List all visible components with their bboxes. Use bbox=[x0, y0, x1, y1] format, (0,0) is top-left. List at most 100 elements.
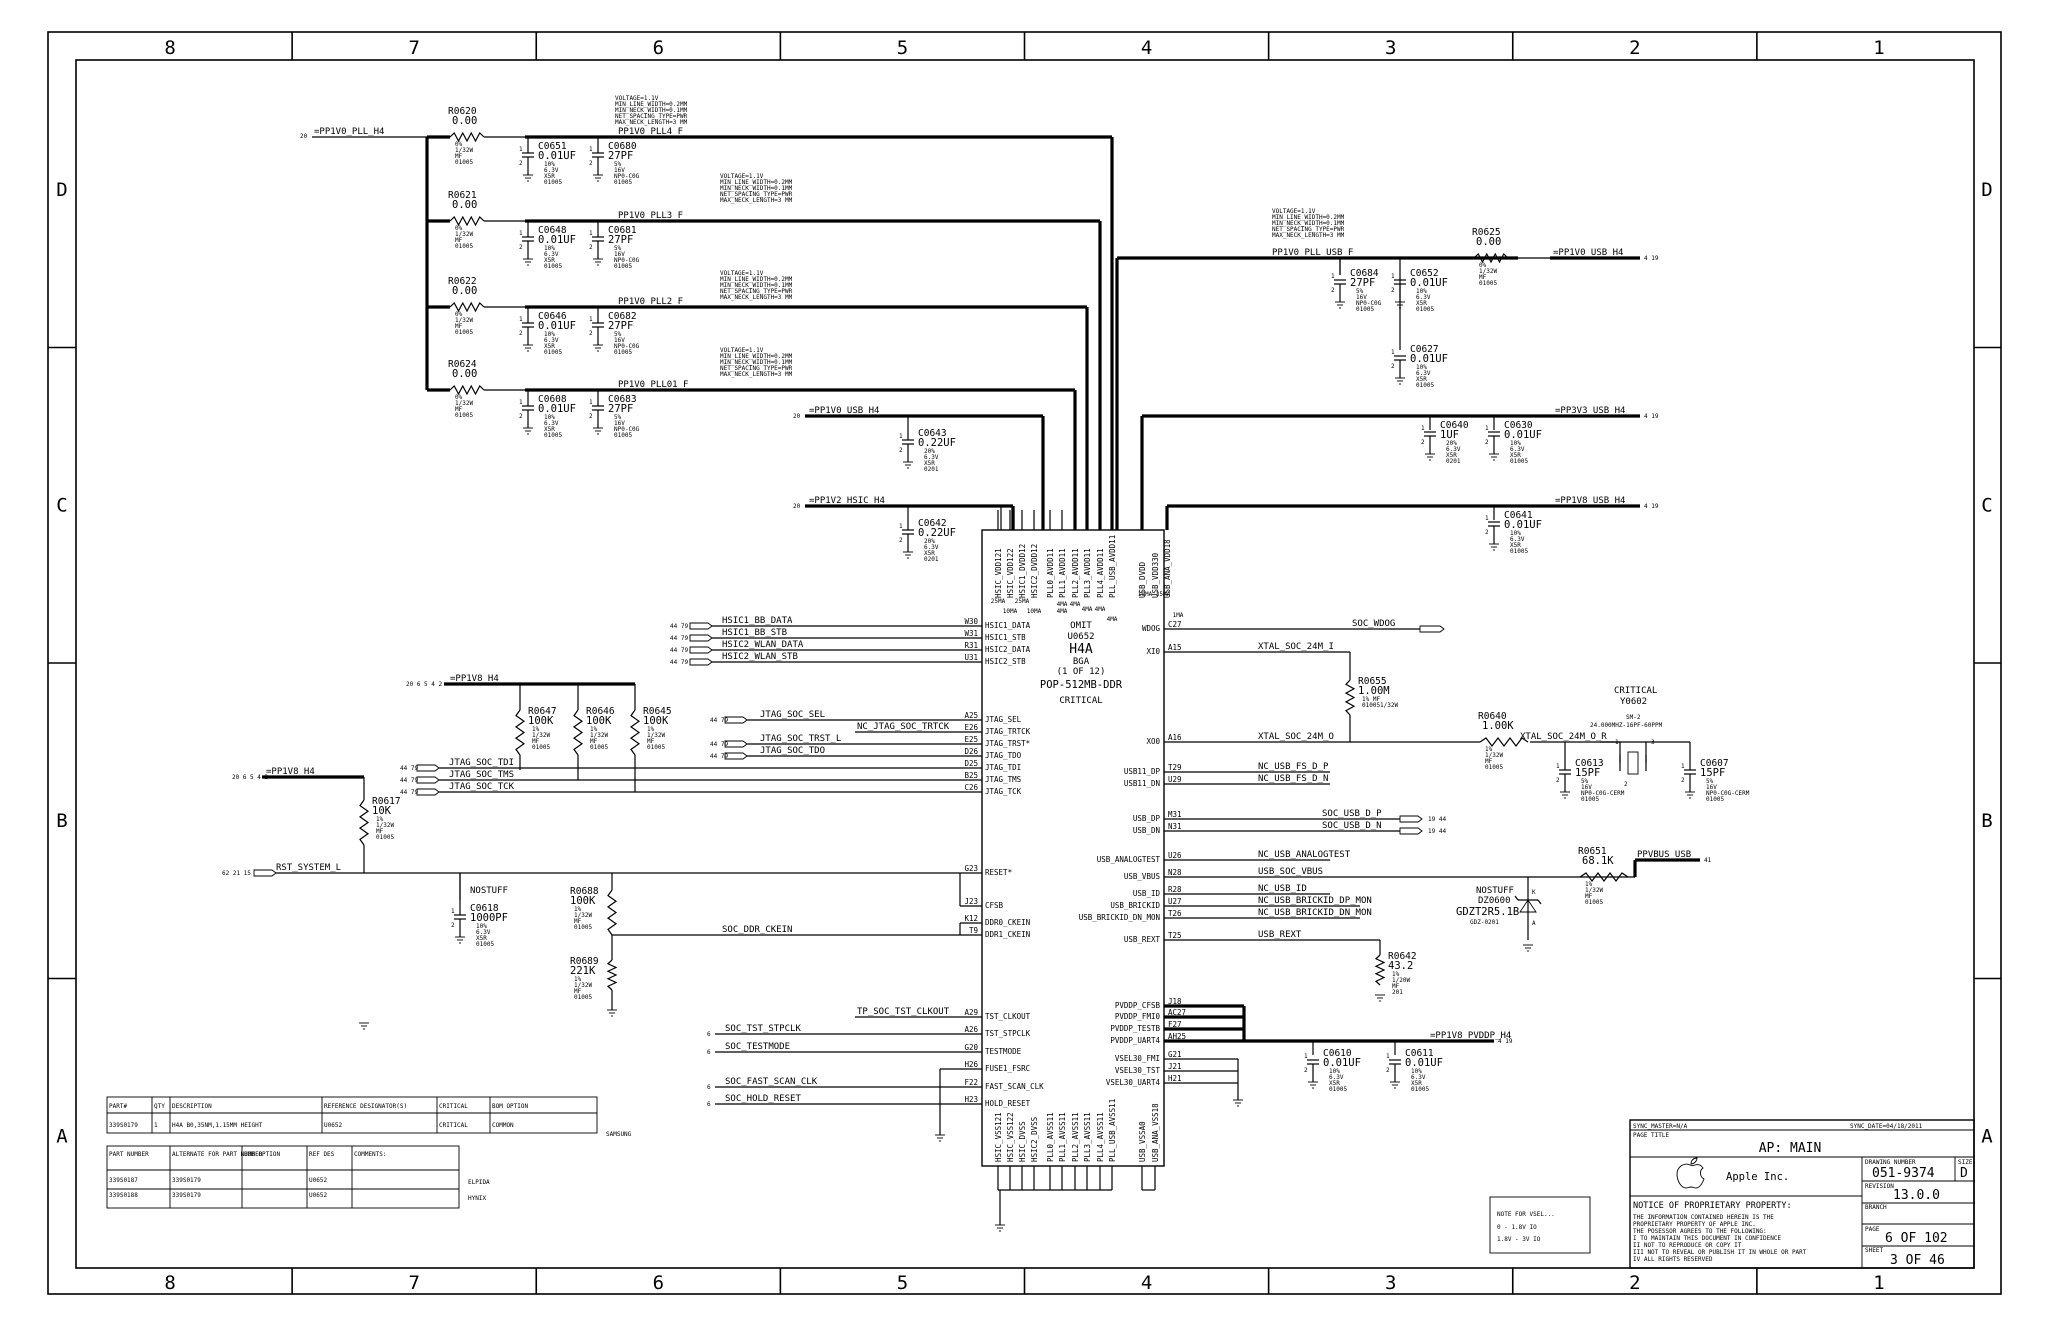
chip-top-pin: USB_ANA_VDD18 bbox=[1163, 539, 1172, 598]
capacitor-spec: 01005 bbox=[544, 263, 562, 270]
resistor-spec: 01005 bbox=[455, 329, 473, 336]
resistor-spec: 0% bbox=[1479, 262, 1487, 269]
resistor-spec: 01005 bbox=[1479, 280, 1497, 287]
resistor-spec: 01005 bbox=[1485, 764, 1503, 771]
rail-label: =PP1V8_PVDDP_H4 bbox=[1430, 1031, 1511, 1041]
resistor-spec: 01005 bbox=[376, 834, 394, 841]
capacitor-ref: C0608 bbox=[538, 394, 567, 405]
svg-text:20: 20 bbox=[300, 133, 308, 140]
svg-text:20 6 5 4 2: 20 6 5 4 2 bbox=[232, 774, 269, 781]
chip-left-pin-number: T9 bbox=[969, 926, 978, 935]
resistor-value: 100K bbox=[643, 715, 669, 727]
chip-top-pin: PLL_USB_AVDD11 bbox=[1108, 535, 1117, 598]
capacitor-spec: 01005 bbox=[614, 263, 632, 270]
vsel-note: NOTE FOR VSEL... 0 - 1.8V IO 1.8V - 3V I… bbox=[1489, 1196, 1591, 1254]
svg-text:6: 6 bbox=[707, 1084, 711, 1091]
pin-current: 4MA bbox=[1107, 616, 1118, 623]
bom-cell: COMMON bbox=[492, 1122, 514, 1129]
test-signals: TP_SOC_TST_CLKOUT SOC_TST_STPCLK SOC_TES… bbox=[707, 1007, 982, 1135]
resistor-value: 43.2 bbox=[1388, 960, 1413, 972]
resistor-spec: 1/32W bbox=[647, 732, 665, 739]
pin-current: 4MA bbox=[1095, 606, 1106, 613]
crystal-y0602: CRITICAL Y0602 SM-2 24.000MHZ-16PF-60PPM… bbox=[1590, 686, 1663, 788]
resistor-spec: 1% bbox=[647, 726, 655, 733]
reset-section: 20 6 5 4 2 =PP1V8_H4 62 21 15 RST_SYSTEM… bbox=[222, 767, 982, 907]
bom-header: REFERENCE DESIGNATOR(S) bbox=[324, 1103, 407, 1110]
diode-nostuff: NOSTUFF bbox=[1476, 886, 1514, 896]
capacitor-ref: C0681 bbox=[608, 225, 637, 236]
alt-header: ALTERNATE FOR PART NUMBER bbox=[172, 1151, 263, 1158]
resistor-spec: 1/32W bbox=[574, 982, 592, 989]
right-signals: SOC_WDOG XTAL_SOC_24M_I XTAL_SOC_24M_O X… bbox=[1164, 619, 1712, 1100]
chip-left-pin-number: D26 bbox=[964, 747, 978, 756]
ground-symbol bbox=[995, 1224, 1005, 1232]
capacitor-spec: 6.3V bbox=[924, 454, 939, 461]
chip-right-pin-number: A16 bbox=[1168, 733, 1182, 742]
notice-title: NOTICE OF PROPRIETARY PROPERTY: bbox=[1633, 1201, 1792, 1211]
capacitor-spec: X5R bbox=[544, 257, 555, 264]
resistor-spec: MF bbox=[574, 988, 582, 995]
capacitor-ref: C0683 bbox=[608, 394, 637, 405]
capacitor-value: 0.01UF bbox=[1405, 1057, 1443, 1069]
capacitor-pin: 1 bbox=[1421, 425, 1425, 432]
svg-text:62 21 15: 62 21 15 bbox=[222, 870, 251, 877]
svg-text:44 79: 44 79 bbox=[400, 765, 418, 772]
rail-label: =PP3V3_USB_H4 bbox=[1555, 406, 1625, 416]
resistor-spec: 1/32W bbox=[1485, 752, 1503, 759]
capacitor-pin: 1 bbox=[519, 399, 523, 406]
capacitor-spec: 5% bbox=[614, 414, 622, 421]
capacitor-spec: 0201 bbox=[924, 556, 939, 563]
capacitor-spec: 01005 bbox=[1416, 306, 1434, 313]
capacitor-pin: 1 bbox=[589, 399, 593, 406]
zone-row-label: B bbox=[1981, 810, 1992, 832]
revision: 13.0.0 bbox=[1893, 1188, 1940, 1203]
chip-left-pin-name: JTAG_TRST* bbox=[985, 739, 1030, 748]
resistor-spec: 1/32W bbox=[376, 822, 394, 829]
net-rules: VOLTAGE=1.1VMIN_LINE_WIDTH=0.2MMMIN_NECK… bbox=[615, 95, 1345, 378]
chip-center-label: OMIT U0652 H4A BGA (1 OF 12) POP-512MB-D… bbox=[1040, 621, 1123, 706]
capacitor-spec: 6.3V bbox=[1411, 1074, 1426, 1081]
chip-bottom-pin: HSIC_VSS122 bbox=[1006, 1112, 1015, 1162]
zone-row-label: B bbox=[56, 810, 67, 832]
capacitor-value: 27PF bbox=[608, 403, 633, 415]
ground-symbol bbox=[1390, 1081, 1400, 1089]
chip-left-pin-name: FAST_SCAN_CLK bbox=[985, 1082, 1044, 1091]
rail-label: =PP1V2_HSIC_H4 bbox=[809, 496, 885, 506]
capacitor-spec: 10% bbox=[1416, 288, 1427, 295]
chip-left-pin-number: A26 bbox=[964, 1025, 978, 1034]
rail-label: =PP1V0_PLL_H4 bbox=[314, 127, 384, 137]
capacitor-pin: 2 bbox=[899, 447, 903, 454]
net-hsic1-bb-stb: HSIC1_BB_STB bbox=[722, 628, 787, 638]
chip-right-pin-number: U27 bbox=[1168, 897, 1182, 906]
capacitor-value: 27PF bbox=[1350, 277, 1375, 289]
capacitor-spec: 01005 bbox=[1510, 458, 1528, 465]
resistor-ref: R0620 bbox=[448, 106, 477, 117]
capacitor-spec: NP0-C0G bbox=[614, 426, 640, 433]
ground-symbol bbox=[1489, 543, 1499, 551]
chip-left-pin-number: J23 bbox=[964, 897, 978, 906]
chip-right-pin-name: XO0 bbox=[1146, 737, 1160, 746]
resistor-ref: R0622 bbox=[448, 276, 477, 287]
capacitor-spec: 10% bbox=[544, 331, 555, 338]
capacitor-spec: 01005 bbox=[614, 179, 632, 186]
resistor-spec: 0% bbox=[455, 141, 463, 148]
chip-left-pin-name: TST_STPCLK bbox=[985, 1029, 1031, 1038]
alt-cell: 339S0179 bbox=[172, 1177, 201, 1184]
ground-symbol bbox=[1425, 453, 1435, 461]
resistor-spec: 01005 bbox=[1585, 899, 1603, 906]
resistor-value: 0.00 bbox=[452, 368, 477, 380]
net-soc-ddr-ckein: SOC_DDR_CKEIN bbox=[722, 925, 792, 935]
chip-top-pin: HSIC1_DVDD12 bbox=[1018, 544, 1027, 598]
crystal-ref: Y0602 bbox=[1620, 697, 1647, 707]
ground-symbol bbox=[593, 344, 603, 352]
capacitor-pin: 2 bbox=[899, 537, 903, 544]
capacitor-ref: C0643 bbox=[918, 428, 947, 439]
chip-bottom-pin: USB_VSSA0 bbox=[1138, 1121, 1147, 1162]
